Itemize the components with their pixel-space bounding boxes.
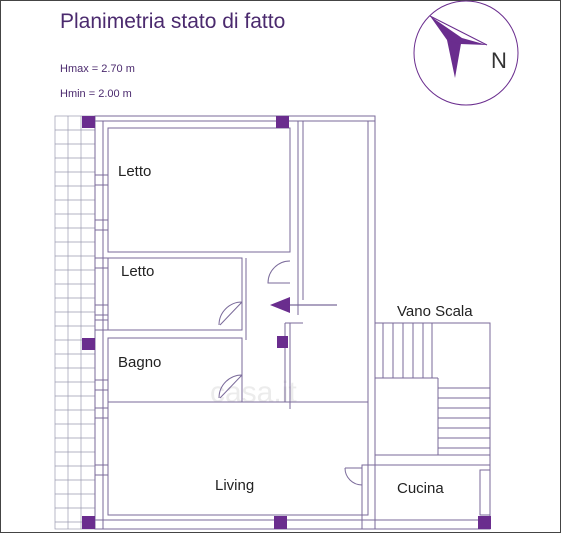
compass-north-label: N	[491, 48, 507, 73]
room-label-living: Living	[215, 477, 254, 494]
hmin-note: Hmin = 2.00 m	[60, 88, 132, 100]
room-label-cucina: Cucina	[397, 480, 444, 497]
entrance-arrow-icon	[270, 297, 337, 313]
hmax-note: Hmax = 2.70 m	[60, 63, 135, 75]
room-label-letto-2: Letto	[121, 263, 154, 280]
door-swings	[218, 260, 363, 486]
watermark: casa.it	[210, 376, 297, 409]
walls	[94, 115, 491, 530]
room-label-vano-scala: Vano Scala	[397, 303, 473, 320]
balcony-tiles	[54, 115, 96, 530]
room-label-bagno: Bagno	[118, 354, 161, 371]
structural-pillars	[82, 116, 491, 529]
room-label-letto-1: Letto	[118, 163, 151, 180]
plan-title: Planimetria stato di fatto	[60, 10, 286, 33]
compass-rose-icon: N	[413, 0, 519, 106]
